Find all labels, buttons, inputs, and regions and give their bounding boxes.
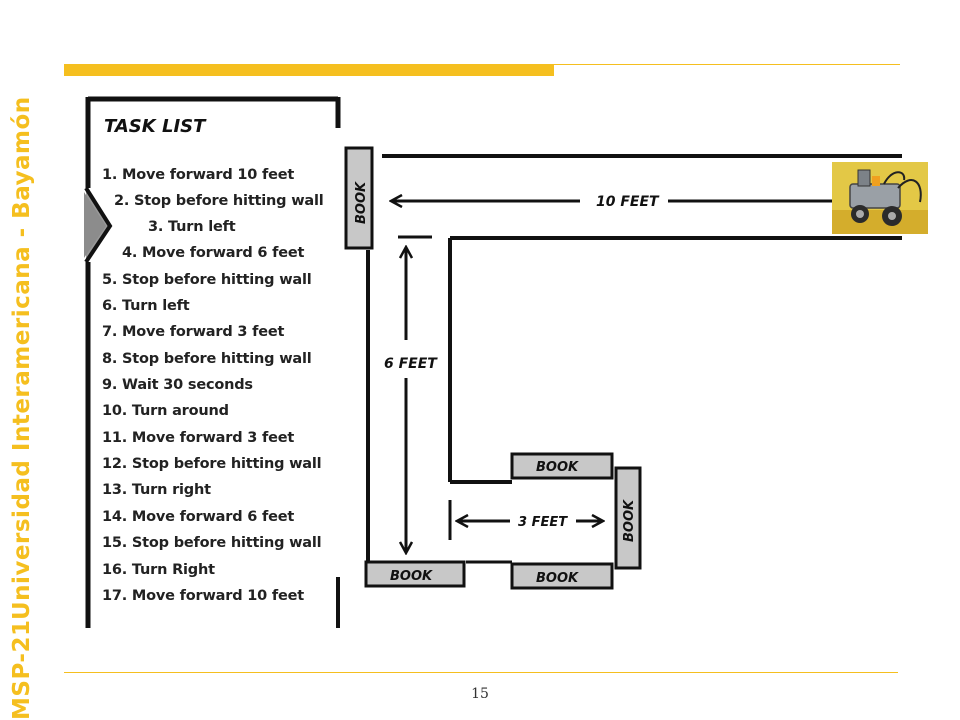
book-bottom-left: BOOK <box>364 560 466 588</box>
task-item-7: 7. Move forward 3 feet <box>102 324 285 340</box>
task-item-6: 6. Turn left <box>102 298 190 314</box>
top-accent-line <box>554 64 900 65</box>
task-item-11: 11. Move forward 3 feet <box>102 430 295 446</box>
task-list-title: TASK LIST <box>104 116 206 137</box>
task-item-17: 17. Move forward 10 feet <box>102 588 304 604</box>
task-item-2: 2. Stop before hitting wall <box>114 193 324 209</box>
book-label-4: BOOK <box>536 571 579 586</box>
book-label-2: BOOK <box>390 569 433 584</box>
page-number: 15 <box>471 686 489 702</box>
task-item-3: 3. Turn left <box>148 219 236 235</box>
bottom-accent-line <box>64 672 898 673</box>
task-item-9: 9. Wait 30 seconds <box>102 377 253 393</box>
task-item-8: 8. Stop before hitting wall <box>102 351 312 367</box>
robot-icon <box>832 162 928 234</box>
book-label-3: BOOK <box>536 460 579 475</box>
label-3-feet: 3 FEET <box>518 515 568 530</box>
book-vertical-right: BOOK <box>614 466 642 570</box>
brand-sidebar <box>0 0 44 720</box>
task-item-14: 14. Move forward 6 feet <box>102 509 295 525</box>
book-top-left: BOOK <box>344 146 374 250</box>
robot-image <box>832 162 928 234</box>
book-bottom-right: BOOK <box>510 562 614 590</box>
task-item-12: 12. Stop before hitting wall <box>102 456 322 472</box>
label-6-feet: 6 FEET <box>384 356 438 372</box>
book-middle-right: BOOK <box>510 452 614 480</box>
task-item-1: 1. Move forward 10 feet <box>102 167 295 183</box>
label-10-feet: 10 FEET <box>596 194 660 210</box>
task-item-4: 4. Move forward 6 feet <box>122 245 305 261</box>
top-accent-bar <box>64 64 554 76</box>
task-item-13: 13. Turn right <box>102 482 211 498</box>
task-item-10: 10. Turn around <box>102 403 229 419</box>
task-item-16: 16. Turn Right <box>102 562 215 578</box>
task-item-5: 5. Stop before hitting wall <box>102 272 312 288</box>
task-item-15: 15. Stop before hitting wall <box>102 535 322 551</box>
book-label-1: BOOK <box>354 181 369 224</box>
book-label-5: BOOK <box>622 499 637 542</box>
